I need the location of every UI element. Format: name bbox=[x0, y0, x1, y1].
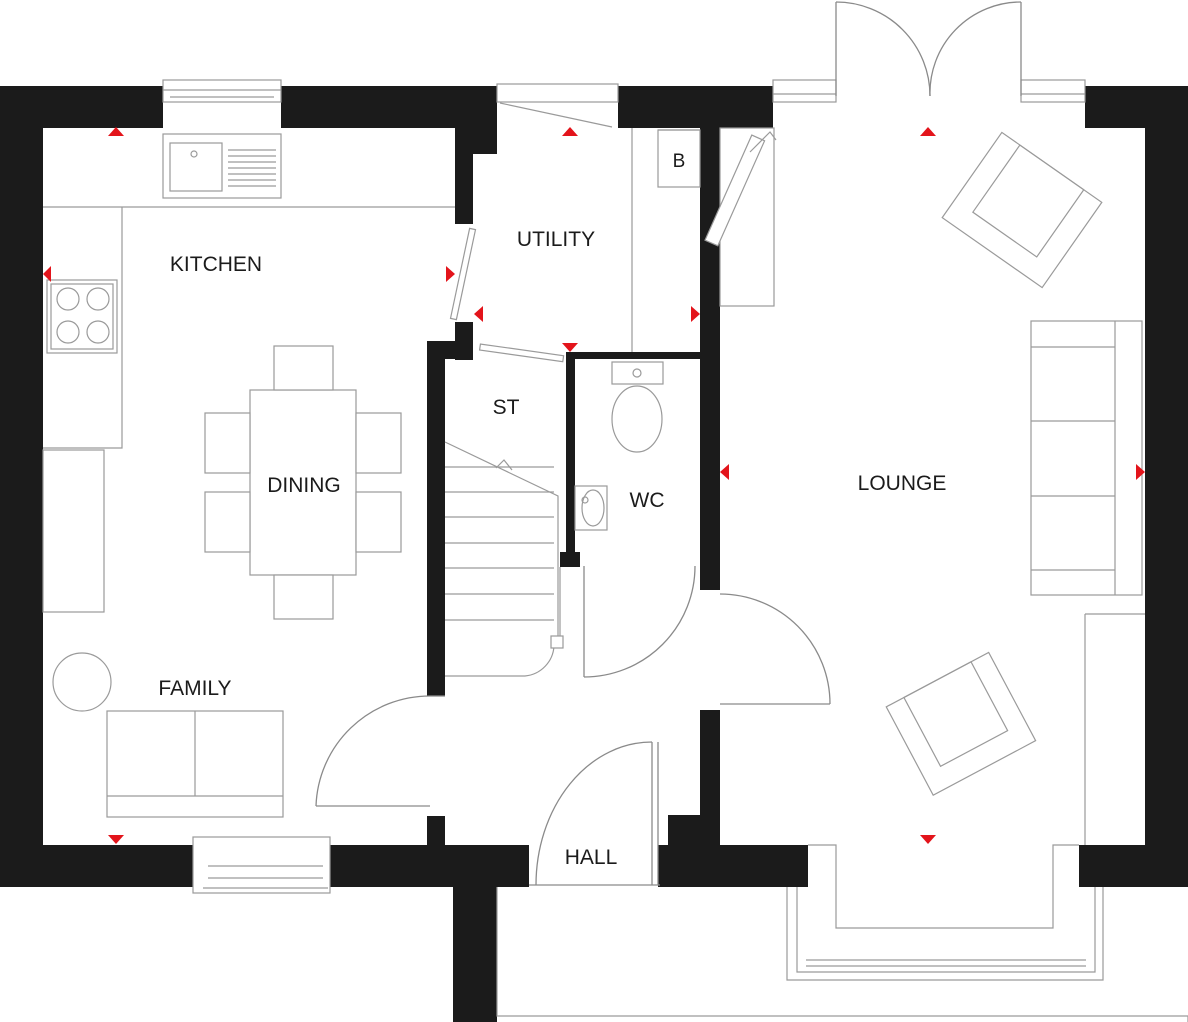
marker-arrow bbox=[446, 266, 455, 282]
bay-window-frame bbox=[786, 887, 1104, 981]
utility-fixtures bbox=[444, 128, 701, 677]
wc-basin bbox=[574, 485, 608, 531]
marker-arrows bbox=[43, 127, 1145, 844]
doors bbox=[315, 1, 1022, 886]
marker-arrow bbox=[920, 127, 936, 136]
window-lounge-left bbox=[772, 79, 837, 103]
staircase bbox=[444, 441, 564, 677]
wall-bottom-family-right bbox=[323, 845, 529, 887]
lounge-armchair bbox=[941, 131, 1103, 289]
lounge-armchair bbox=[885, 651, 1037, 796]
window-lounge-right bbox=[1020, 79, 1086, 103]
porch-outline bbox=[496, 887, 1188, 1017]
windows bbox=[162, 79, 1188, 1022]
wall-lounge-left-lower bbox=[700, 710, 720, 846]
family-side-table bbox=[52, 652, 112, 712]
marker-arrow bbox=[1136, 464, 1145, 480]
wall-wc-left-cap bbox=[560, 552, 580, 567]
dining-chair bbox=[273, 574, 334, 620]
dining-chair bbox=[204, 491, 251, 553]
wall-left bbox=[0, 86, 43, 887]
window-kitchen bbox=[162, 79, 282, 103]
room-label-lounge: LOUNGE bbox=[858, 472, 947, 495]
wall-stair-top-cap bbox=[427, 341, 473, 359]
family-cabinet bbox=[42, 449, 105, 613]
marker-arrow bbox=[474, 306, 483, 322]
boiler bbox=[657, 129, 701, 188]
marker-arrow bbox=[691, 306, 700, 322]
marker-arrow bbox=[720, 464, 729, 480]
lounge-furniture bbox=[704, 127, 1145, 845]
door-store bbox=[478, 343, 565, 363]
wall-hall-stub bbox=[427, 816, 445, 846]
door-kitchen-utility bbox=[449, 227, 477, 321]
room-label-utility: UTILITY bbox=[517, 228, 595, 251]
kitchen-fixtures bbox=[42, 133, 455, 818]
window-utility bbox=[496, 83, 619, 103]
dining-chair bbox=[355, 412, 402, 474]
wall-bottom-lounge-right bbox=[1079, 845, 1188, 887]
wall-wc-left bbox=[566, 352, 575, 567]
wall-top-kitchen-left bbox=[0, 86, 163, 128]
wall-wc-top bbox=[566, 352, 704, 359]
room-label-kitchen: KITCHEN bbox=[170, 253, 262, 276]
room-labels: KITCHEN UTILITY DINING ST WC LOUNGE FAMI… bbox=[158, 151, 946, 869]
bay-window-outer bbox=[808, 844, 1079, 929]
hob bbox=[46, 279, 118, 354]
dining-chair bbox=[355, 491, 402, 553]
marker-arrow bbox=[108, 127, 124, 136]
window-family bbox=[192, 836, 331, 894]
wall-bottom-family-left bbox=[0, 845, 208, 887]
dining-table bbox=[249, 389, 357, 576]
dining-chair bbox=[273, 345, 334, 391]
room-label-st: ST bbox=[493, 396, 520, 419]
drainer bbox=[228, 149, 276, 187]
room-label-wc: WC bbox=[630, 489, 665, 512]
wall-hall-corner bbox=[668, 815, 720, 846]
dining-chair bbox=[204, 412, 251, 474]
walls bbox=[0, 86, 1188, 1022]
marker-arrow bbox=[43, 266, 51, 282]
toilet-bowl bbox=[611, 385, 663, 453]
lounge-tv bbox=[704, 134, 766, 247]
marker-arrow bbox=[920, 835, 936, 844]
room-label-hall: HALL bbox=[565, 846, 618, 869]
wall-kitchen-utility-upper bbox=[455, 86, 473, 224]
wall-right bbox=[1145, 86, 1188, 887]
wall-bottom-hall-right bbox=[658, 845, 808, 887]
boiler-label: B bbox=[673, 151, 686, 172]
marker-arrow bbox=[562, 343, 578, 352]
lounge-sofa bbox=[1030, 320, 1143, 596]
marker-arrow bbox=[108, 835, 124, 844]
wall-stair-left bbox=[427, 341, 445, 696]
room-label-dining: DINING bbox=[267, 474, 341, 497]
marker-arrow bbox=[562, 127, 578, 136]
wall-porch-pier bbox=[453, 845, 497, 1022]
toilet-cistern bbox=[611, 361, 664, 385]
wall-top-utility bbox=[618, 86, 773, 128]
room-label-family: FAMILY bbox=[158, 677, 231, 700]
